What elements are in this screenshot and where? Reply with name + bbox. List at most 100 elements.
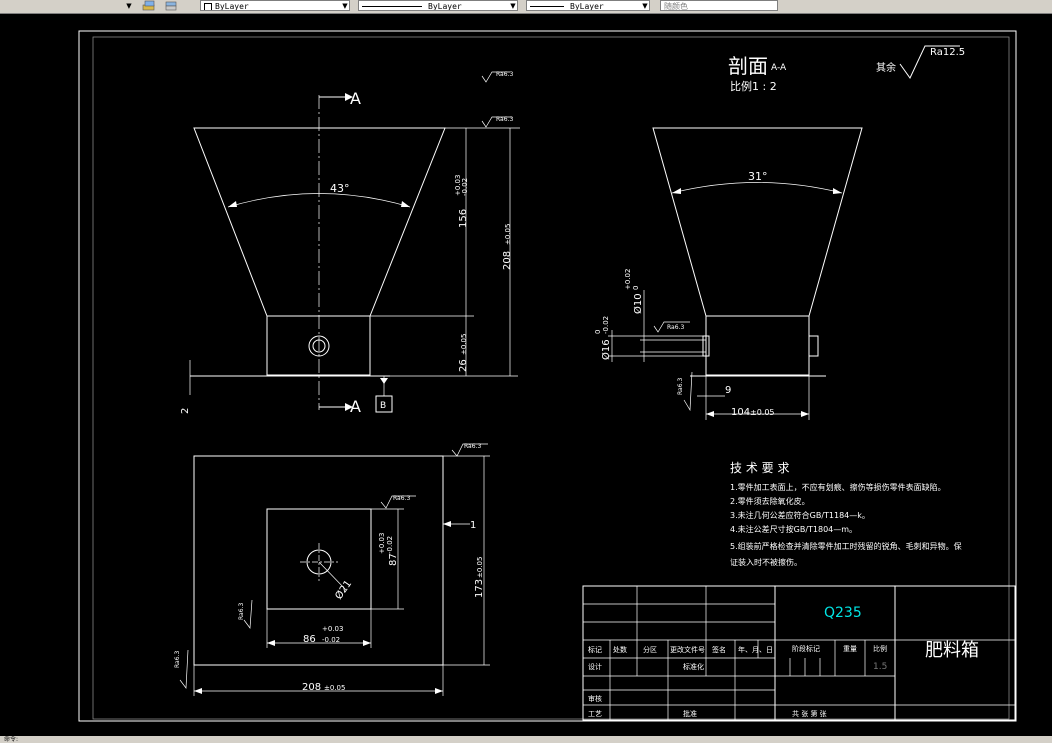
design-label: 设计 <box>588 662 602 671</box>
section-suffix: A-A <box>771 63 787 73</box>
roughness-symbol-icon <box>683 371 693 412</box>
roughness-value: Ra6.3 <box>174 651 181 668</box>
command-prompt: 命令: <box>4 736 19 743</box>
dim-phi16-tol-lower: -0.02 <box>602 316 610 334</box>
color-control[interactable]: ByLayer <box>200 0 350 11</box>
dim-208-width-tol: ±0.05 <box>324 684 345 692</box>
dim-104: 104 <box>731 407 750 418</box>
arrow-head <box>345 93 353 101</box>
arrow-head <box>443 521 451 527</box>
angle-label-side: 31° <box>748 170 768 183</box>
dim-phi21: Ø21 <box>333 578 355 602</box>
arrow-head <box>706 411 714 417</box>
roughness-value: Ra6.3 <box>238 603 245 620</box>
sheet-label: 共 张 第 张 <box>792 709 827 718</box>
arrow-head <box>194 688 202 694</box>
dim-156-tol-upper: +0.03 <box>454 175 462 196</box>
roughness-rest-label: 其余 <box>876 61 896 74</box>
roughness-symbol-icon <box>481 71 510 83</box>
tech-item: 4.未注公差尺寸按GB/T1804—m。 <box>730 524 857 534</box>
arrow-head <box>435 688 443 694</box>
drawing-canvas[interactable]: 剖面 A-A 比例1 : 2 其余 Ra12.5 43° A A Ra6.3 R… <box>0 14 1052 736</box>
angle-label-front: 43° <box>330 182 350 195</box>
angle-arc <box>671 182 843 194</box>
top-opening <box>266 508 372 610</box>
roughness-value: Ra6.3 <box>496 71 513 78</box>
side-hopper-outline <box>652 127 863 317</box>
layer-previous-icon[interactable] <box>164 0 178 12</box>
tech-item: 5.组装前严格检查并清除零件加工时残留的锐角、毛刺和异物。保 <box>730 541 962 551</box>
scale-value: 1.5 <box>873 662 887 672</box>
tech-item: 2.零件须去除氧化皮。 <box>730 496 810 506</box>
dim-86-tol-upper: +0.03 <box>322 625 343 633</box>
dim-phi16-tol-upper: 0 <box>594 330 602 334</box>
roughness-symbol-icon <box>243 599 253 629</box>
dim-phi16: Ø16 <box>600 339 612 360</box>
roughness-rest-value: Ra12.5 <box>930 47 965 58</box>
front-view: 43° A A Ra6.3 Ra6.3 156 +0.03 -0.02 208 … <box>180 71 520 416</box>
roughness-value: Ra6.3 <box>496 116 513 123</box>
angle-arc <box>227 193 411 208</box>
dim-86-tol-lower: -0.02 <box>322 636 340 644</box>
command-line[interactable]: 命令: <box>0 736 1052 743</box>
roughness-symbol-icon <box>380 495 416 509</box>
chevron-down-icon[interactable]: ▼ <box>642 2 648 10</box>
dim-173-tol: ±0.05 <box>476 557 484 578</box>
arrow-head <box>801 411 809 417</box>
chevron-down-icon[interactable]: ▼ <box>510 2 516 10</box>
roughness-value: Ra6.3 <box>667 324 684 331</box>
row-label: 分区 <box>643 645 657 654</box>
scale-note: 比例1 : 2 <box>730 79 777 93</box>
standard-label: 标准化 <box>683 662 704 671</box>
dim-173: 173 <box>474 579 485 598</box>
roughness-symbol-icon <box>179 649 189 689</box>
linetype-sample <box>362 6 422 7</box>
dim-26-tol: ±0.05 <box>460 334 468 355</box>
dim-1: 1 <box>470 520 476 531</box>
top-view: Ø21 Ra6.3 Ra6.3 Ra6.3 Ra6.3 1 87 +0.03 -… <box>174 443 490 696</box>
dim-104-tol: ±0.05 <box>750 408 775 417</box>
color-swatch <box>204 2 212 10</box>
arrow-head <box>363 640 371 646</box>
chevron-down-icon[interactable]: ▼ <box>342 2 348 10</box>
top-hole <box>306 549 332 575</box>
process-label: 工艺 <box>588 710 602 718</box>
material-label: Q235 <box>824 605 862 621</box>
arrow-head <box>345 403 353 411</box>
dim-phi10-tol-lower: 0 <box>632 286 640 290</box>
title-block-border <box>582 585 1016 721</box>
lineweight-control[interactable]: ByLayer <box>526 0 650 11</box>
roughness-symbol-icon <box>653 321 690 333</box>
tech-item: 3.未注几何公差应符合GB/T1184—k。 <box>730 510 870 520</box>
roughness-value: Ra6.3 <box>677 378 684 395</box>
tech-item: 1.零件加工表面上，不应有划痕、擦伤等损伤零件表面缺陷。 <box>730 482 946 492</box>
dim-phi10: Ø10 <box>632 293 644 314</box>
title-block: Q235 肥料箱 标记 处数 分区 更改文件号 签名 年、月、日 阶段标记 重量… <box>582 585 1016 721</box>
layer-states-icon[interactable] <box>142 0 156 12</box>
dim-208-height-tol: ±0.05 <box>504 224 512 245</box>
datum-box <box>375 395 393 413</box>
roughness-symbol-icon <box>899 45 960 79</box>
dim-208-height: 208 <box>502 251 513 270</box>
hopper-neck <box>266 315 371 376</box>
drawing-border-inner <box>92 36 1010 720</box>
dim-phi10-tol-upper: +0.02 <box>624 269 632 290</box>
section-marker-bottom: A <box>350 397 361 416</box>
row-label: 年、月、日 <box>738 645 773 654</box>
row-label: 处数 <box>613 645 627 654</box>
dim-208-width: 208 <box>302 682 321 693</box>
top-plate <box>193 455 444 666</box>
scale-label: 比例 <box>873 644 887 653</box>
lineweight-sample <box>530 6 564 7</box>
dim-2: 2 <box>180 408 191 414</box>
dim-9: 9 <box>725 385 731 396</box>
roughness-symbol-icon <box>481 116 512 128</box>
review-label: 审核 <box>588 694 602 703</box>
arrow-head <box>401 201 410 207</box>
datum-triangle-icon <box>380 378 388 384</box>
section-title: 剖面 <box>728 54 768 78</box>
plotstyle-control[interactable]: 随颜色 <box>660 0 778 11</box>
chevron-down-icon[interactable]: ▼ <box>126 2 132 10</box>
linetype-control[interactable]: ByLayer <box>358 0 518 11</box>
approve-label: 批准 <box>683 709 697 718</box>
